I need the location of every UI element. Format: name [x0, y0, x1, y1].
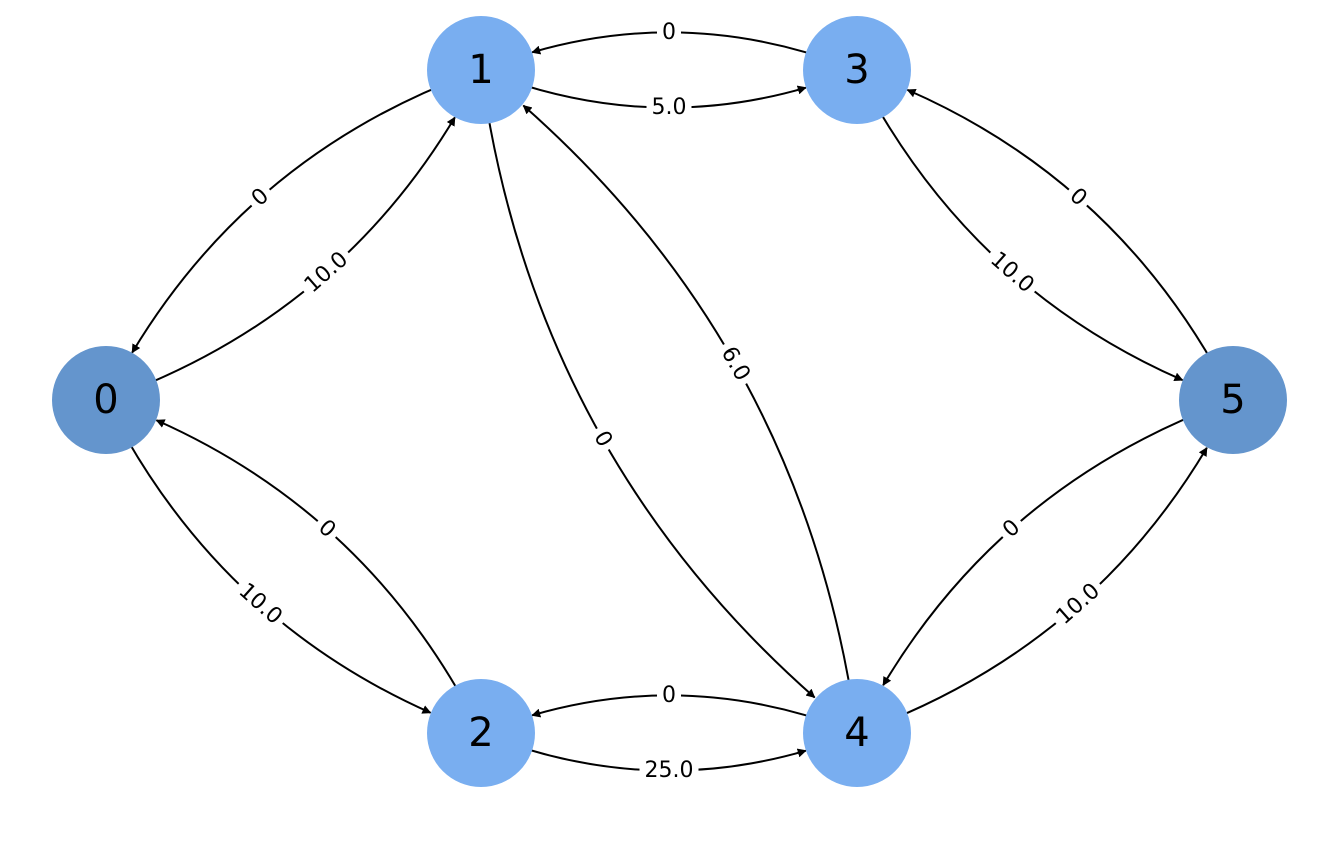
edge-line [131, 73, 471, 354]
edge-0-to-1: 10.0 [116, 116, 456, 397]
edge-label-group: 6.0 [711, 337, 760, 391]
edge-label-background [980, 242, 1044, 303]
node-0: 0 [52, 346, 160, 454]
node-circle [52, 346, 160, 454]
edge-2-to-4: 25.0 [491, 736, 807, 786]
edge-5-to-3: 0 [906, 88, 1229, 390]
edge-0-to-2: 10.0 [110, 410, 432, 714]
edge-label-background [639, 756, 699, 786]
edge-label-background [657, 680, 681, 710]
edge-label-background [657, 17, 681, 47]
edge-label-background [1046, 573, 1110, 635]
edge-label-group: 25.0 [639, 756, 699, 786]
node-label: 2 [468, 710, 493, 756]
edge-label-background [711, 337, 760, 391]
edge-1-to-4: 0 [481, 81, 816, 699]
edge-line [882, 403, 1223, 687]
edge-label: 0 [662, 683, 676, 708]
edge-label-background [993, 510, 1031, 548]
edge-label-group: 0 [584, 421, 622, 457]
edge-1-to-3: 5.0 [491, 73, 807, 123]
node-2: 2 [427, 679, 535, 787]
edge-label-background [646, 93, 692, 123]
edge-label-background [584, 421, 622, 457]
node-5: 5 [1179, 346, 1287, 454]
edge-line [531, 694, 847, 730]
edge-label: 0 [662, 20, 676, 45]
edge-label-background [294, 242, 359, 303]
edge-label-group: 5.0 [646, 93, 692, 123]
node-circle [803, 16, 911, 124]
edge-3-to-5: 10.0 [861, 80, 1184, 382]
node-1: 1 [427, 16, 535, 124]
edge-label: 25.0 [645, 758, 694, 783]
edge-line [522, 104, 857, 722]
node-circle [427, 16, 535, 124]
edge-1-to-0: 0 [131, 73, 471, 354]
node-label: 0 [93, 377, 118, 423]
edge-line [906, 88, 1229, 390]
edge-label-group: 0 [657, 680, 681, 710]
edge-4-to-1: 6.0 [522, 104, 857, 722]
nodes-layer: 0 1 2 3 4 5 [52, 16, 1287, 787]
edge-label: 5.0 [652, 95, 687, 120]
node-circle [427, 679, 535, 787]
edge-2-to-0: 0 [155, 419, 477, 723]
node-label: 4 [844, 710, 869, 756]
node-label: 1 [468, 47, 493, 93]
edge-label-background [308, 510, 346, 548]
node-4: 4 [803, 679, 911, 787]
edge-line [116, 116, 456, 397]
edge-line [155, 419, 477, 723]
node-label: 3 [844, 47, 869, 93]
node-3: 3 [803, 16, 911, 124]
node-circle [803, 679, 911, 787]
edge-line [531, 31, 847, 67]
edge-line [861, 80, 1184, 382]
edge-label-group: 0 [657, 17, 681, 47]
node-label: 5 [1220, 377, 1245, 423]
edge-label-group: 0 [241, 178, 280, 217]
edge-5-to-4: 0 [882, 403, 1223, 687]
edge-label-group: 0 [1059, 178, 1097, 217]
edge-3-to-1: 0 [531, 17, 847, 67]
node-circle [1179, 346, 1287, 454]
edge-line [867, 446, 1208, 730]
edge-4-to-2: 0 [531, 680, 847, 730]
edge-label-background [228, 573, 292, 635]
edge-label-background [1059, 178, 1097, 217]
edge-4-to-5: 10.0 [867, 446, 1208, 730]
edge-line [481, 81, 816, 699]
edge-label-background [241, 178, 280, 217]
edge-line [110, 410, 432, 714]
